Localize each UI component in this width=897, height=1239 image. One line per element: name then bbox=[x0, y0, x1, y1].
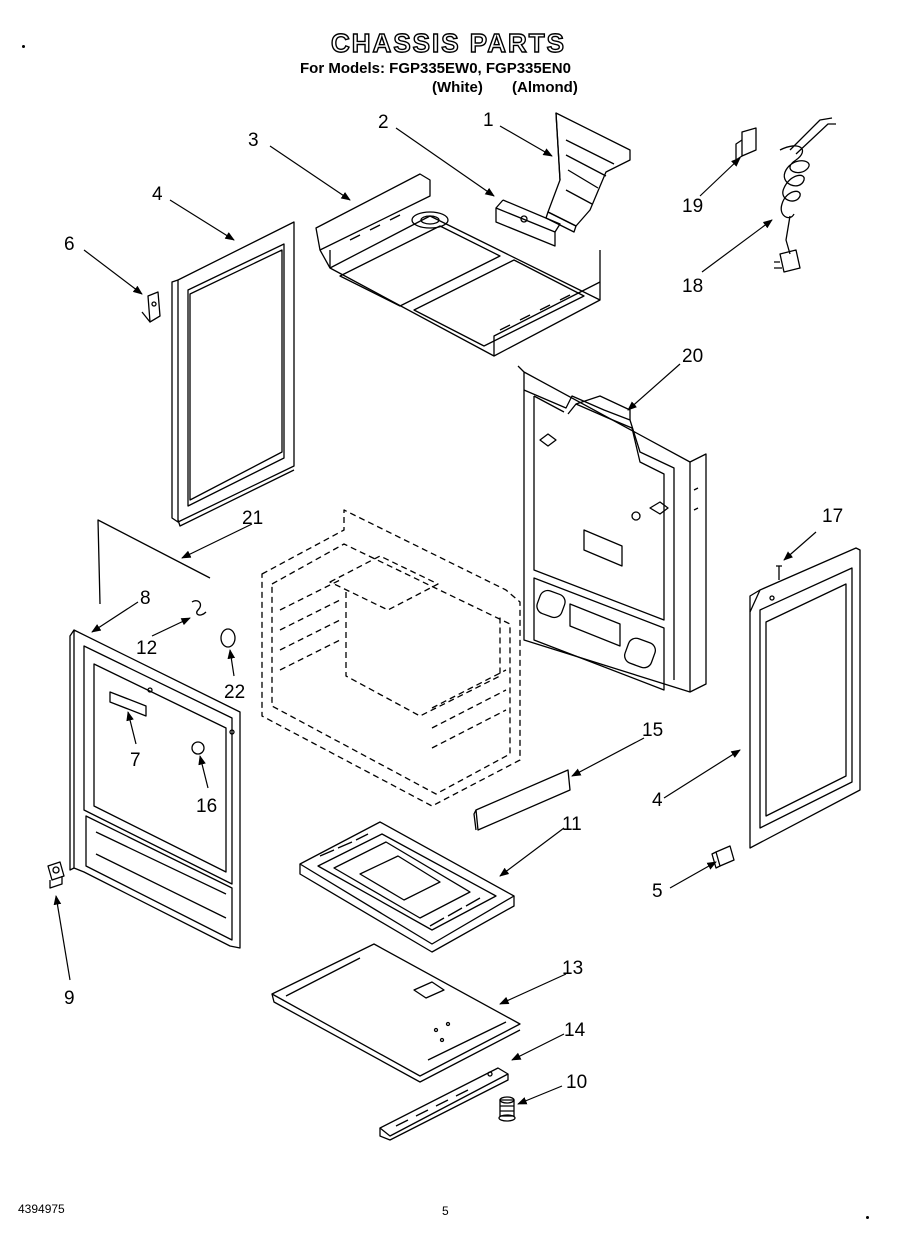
part-2-bracket bbox=[495, 199, 561, 247]
model-list: For Models: FGP335EW0, FGP335EN0 bbox=[300, 60, 571, 77]
part-22-plug bbox=[220, 628, 236, 648]
callout-6: 6 bbox=[64, 234, 75, 255]
part-11-broiler-pan bbox=[299, 821, 515, 953]
part-17-screw bbox=[776, 565, 782, 580]
callout-4-left: 4 bbox=[152, 184, 163, 205]
part-1-vent-duct bbox=[545, 112, 631, 233]
part-9-leveling-leg bbox=[47, 861, 65, 889]
page-title: CHASSIS PARTS bbox=[330, 27, 566, 58]
callout-21: 21 bbox=[242, 508, 263, 529]
scan-speck bbox=[22, 45, 25, 48]
callout-10: 10 bbox=[566, 1072, 587, 1093]
callout-2: 2 bbox=[378, 112, 389, 133]
callout-17: 17 bbox=[822, 506, 843, 527]
part-14-rail bbox=[379, 1067, 509, 1141]
callout-20: 20 bbox=[682, 346, 703, 367]
variant-white: (White) bbox=[432, 79, 483, 96]
scan-speck bbox=[866, 1216, 869, 1219]
callout-22: 22 bbox=[224, 682, 245, 703]
callout-3: 3 bbox=[248, 130, 259, 151]
callout-16: 16 bbox=[196, 796, 217, 817]
part-18-power-cord bbox=[774, 117, 836, 273]
document-number: 4394975 bbox=[18, 1202, 65, 1216]
part-20-back-panel bbox=[517, 365, 707, 693]
part-4-side-panel-left bbox=[171, 221, 295, 527]
oven-liner bbox=[261, 509, 521, 807]
callout-4-right: 4 bbox=[652, 790, 663, 811]
callout-8: 8 bbox=[140, 588, 151, 609]
callout-labels: 1 2 3 4 4 5 6 7 8 9 10 11 12 13 14 15 16… bbox=[64, 110, 843, 1093]
part-15-trim-strip bbox=[473, 769, 571, 831]
callout-1: 1 bbox=[483, 110, 494, 131]
part-21-gasket bbox=[97, 519, 211, 605]
callout-18: 18 bbox=[682, 276, 703, 297]
part-5-bracket bbox=[711, 845, 735, 869]
part-8-front-frame bbox=[69, 629, 241, 949]
part-4-side-panel-right bbox=[749, 547, 861, 849]
callout-9: 9 bbox=[64, 988, 75, 1009]
callout-15: 15 bbox=[642, 720, 663, 741]
callout-11: 11 bbox=[562, 814, 582, 835]
part-19-cord-clamp bbox=[735, 127, 757, 161]
leader-arrows bbox=[53, 125, 817, 1105]
variant-almond: (Almond) bbox=[512, 79, 578, 96]
callout-12: 12 bbox=[136, 638, 157, 659]
callout-5: 5 bbox=[652, 881, 663, 902]
page-number: 5 bbox=[442, 1204, 449, 1218]
part-10-leg bbox=[498, 1096, 516, 1122]
part-13-bottom-panel bbox=[271, 943, 521, 1083]
part-12-clip bbox=[191, 600, 207, 616]
callout-7: 7 bbox=[130, 750, 141, 771]
callout-14: 14 bbox=[564, 1020, 586, 1041]
part-6-clip bbox=[141, 291, 161, 323]
callout-13: 13 bbox=[562, 958, 583, 979]
callout-19: 19 bbox=[682, 196, 703, 217]
part-3-top-frame bbox=[315, 173, 601, 357]
